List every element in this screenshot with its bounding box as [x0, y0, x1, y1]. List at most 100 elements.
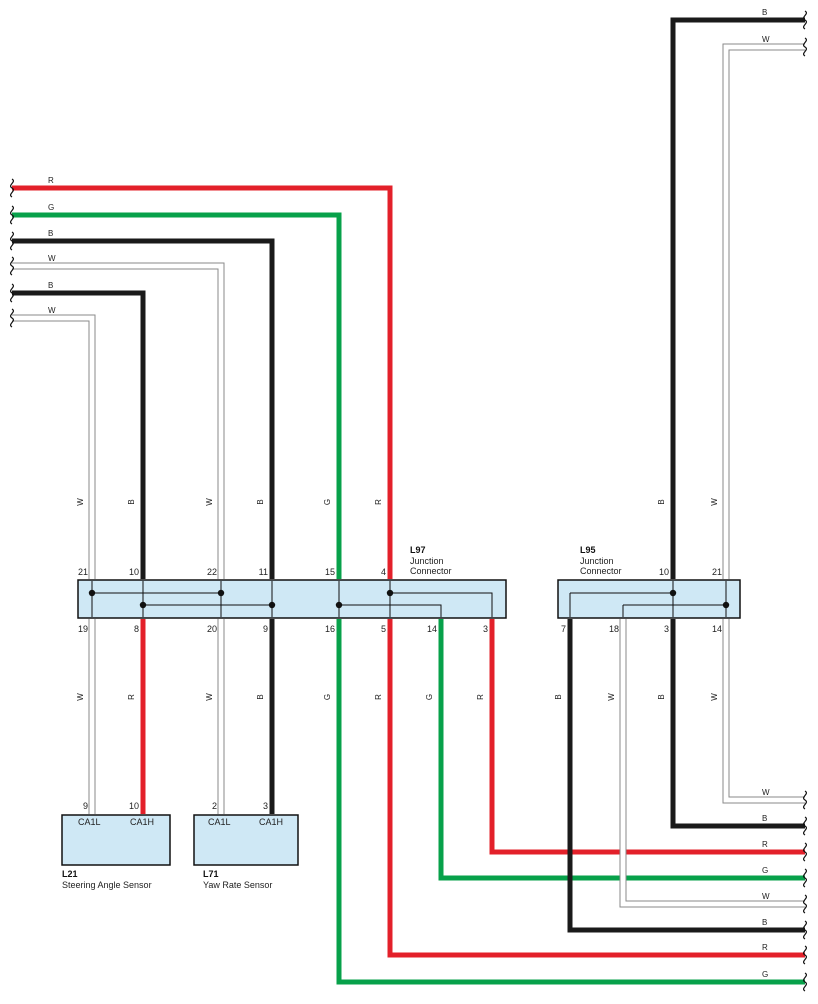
wire-l95-bottom-7 — [567, 619, 805, 933]
right-bottom-break-3 — [803, 868, 807, 888]
wire-left-2 — [12, 238, 275, 579]
l21-pin-num-0: 9 — [83, 801, 88, 811]
right-bottom-end-label-1: B — [762, 814, 767, 823]
l71-pin-name-1: CA1H — [259, 817, 283, 827]
l95-top-pin-10: 10 — [659, 567, 669, 577]
connector-l95-body — [557, 579, 741, 619]
connector-l97-type-line2: Connector — [410, 566, 452, 576]
right-bottom-break-6 — [803, 945, 807, 965]
l97-top-pin-21: 21 — [78, 567, 88, 577]
l97-bottom-pin-19: 19 — [78, 624, 88, 634]
connector-l95-type-line2: Connector — [580, 566, 622, 576]
right-bottom-break-2 — [803, 842, 807, 862]
right-bottom-break-0 — [803, 790, 807, 810]
connector-l95: L95 Junction Connector — [557, 545, 741, 619]
right-bottom-end-label-4: W — [762, 892, 770, 901]
wire-l97-bottom-16 — [336, 619, 805, 985]
wire-right-top-1 — [723, 44, 805, 579]
component-l21-id: L21 — [62, 869, 78, 879]
wire-l95-bottom-18-edge — [619, 619, 805, 908]
bus-l97-dot-3 — [268, 601, 276, 609]
l97-bottom-pin-5: 5 — [381, 624, 386, 634]
l97-top-pin-11: 11 — [259, 567, 268, 577]
component-l71-name: Yaw Rate Sensor — [203, 880, 272, 890]
component-l21-name: Steering Angle Sensor — [62, 880, 152, 890]
connector-l95-type-line1: Junction — [580, 556, 614, 566]
right-top-break-1 — [803, 37, 807, 57]
component-l21-body — [61, 814, 171, 866]
left-end-label-2: B — [48, 229, 53, 238]
l97-bottom-vlabel-4: G — [323, 694, 332, 700]
right-top-end-label-1: W — [762, 35, 770, 44]
l97-bottom-vlabel-5: R — [374, 694, 383, 700]
wire-l95-bottom-18 — [620, 619, 805, 907]
left-break-1 — [10, 205, 14, 225]
right-bottom-end-label-3: G — [762, 866, 768, 875]
left-end-label-5: W — [48, 306, 56, 315]
wire-left-0 — [12, 185, 393, 579]
component-l71-id: L71 — [203, 869, 219, 879]
wire-l97-bottom-5 — [387, 619, 805, 958]
l97-bottom-pin-8: 8 — [134, 624, 139, 634]
l97-top-vlabel-4: G — [323, 499, 332, 505]
wire-right-top-1-edge — [722, 43, 805, 579]
l95-bottom-vlabel-2: B — [657, 694, 666, 699]
l95-top-pin-21: 21 — [712, 567, 722, 577]
l95-bottom-pin-14: 14 — [712, 624, 722, 634]
right-bottom-end-label-6: R — [762, 943, 768, 952]
bus-l95-dot-0 — [669, 589, 677, 597]
wire-left-1 — [12, 212, 342, 579]
l97-bottom-vlabel-0: W — [76, 693, 85, 701]
l97-bottom-pin-9: 9 — [263, 624, 268, 634]
right-bottom-break-4 — [803, 894, 807, 914]
l97-top-vlabel-3: B — [256, 499, 265, 504]
left-break-4 — [10, 283, 14, 303]
l95-bottom-pin-18: 18 — [609, 624, 619, 634]
l97-bottom-vlabel-3: B — [256, 694, 265, 699]
bus-l97-dot-2 — [139, 601, 147, 609]
wire-l95-bottom-14 — [723, 619, 805, 803]
wire-right-top-0 — [670, 17, 805, 579]
connector-l97-id: L97 — [410, 545, 426, 555]
l97-bottom-vlabel-6: G — [425, 694, 434, 700]
connector-l97-bus — [88, 581, 493, 617]
l97-bottom-pin-14: 14 — [427, 624, 437, 634]
l21-pin-num-1: 10 — [129, 801, 139, 811]
connector-l97: L97 Junction Connector — [77, 545, 507, 619]
connector-l95-id: L95 — [580, 545, 596, 555]
l97-bottom-pin-20: 20 — [207, 624, 217, 634]
wire-left-5 — [12, 315, 95, 579]
l21-pin-name-0: CA1L — [78, 817, 101, 827]
wire-l95-bottom-3 — [670, 619, 805, 829]
right-top-break-0 — [803, 10, 807, 30]
l95-top-vlabel-0: B — [657, 499, 666, 504]
bus-l97-g — [339, 604, 442, 617]
right-bottom-end-label-2: R — [762, 840, 768, 849]
left-break-0 — [10, 178, 14, 198]
bus-l97-dot-5 — [386, 589, 394, 597]
l97-top-vlabel-1: B — [127, 499, 136, 504]
bus-l97-dot-1 — [217, 589, 225, 597]
l97-bottom-vlabel-2: W — [205, 693, 214, 701]
left-break-3 — [10, 256, 14, 276]
left-end-label-3: W — [48, 254, 56, 263]
l97-top-pin-15: 15 — [325, 567, 335, 577]
l95-top-vlabel-1: W — [710, 498, 719, 506]
l97-top-pin-22: 22 — [207, 567, 217, 577]
bus-l95-dot-1 — [722, 601, 730, 609]
l97-top-vlabel-0: W — [76, 498, 85, 506]
wire-left-5-edge — [12, 314, 96, 579]
wire-l95-bottom-14-edge — [722, 619, 805, 804]
l97-bottom-pin-16: 16 — [325, 624, 335, 634]
bus-l97-dot-4 — [335, 601, 343, 609]
right-bottom-end-label-5: B — [762, 918, 767, 927]
l71-pin-num-0: 2 — [212, 801, 217, 811]
l21-pin-name-1: CA1H — [130, 817, 154, 827]
left-break-5 — [10, 308, 14, 328]
l71-pin-num-1: 3 — [263, 801, 268, 811]
wire-left-4 — [12, 290, 146, 579]
l97-top-pin-10: 10 — [129, 567, 139, 577]
left-end-label-4: B — [48, 281, 53, 290]
l97-top-pin-4: 4 — [381, 567, 386, 577]
